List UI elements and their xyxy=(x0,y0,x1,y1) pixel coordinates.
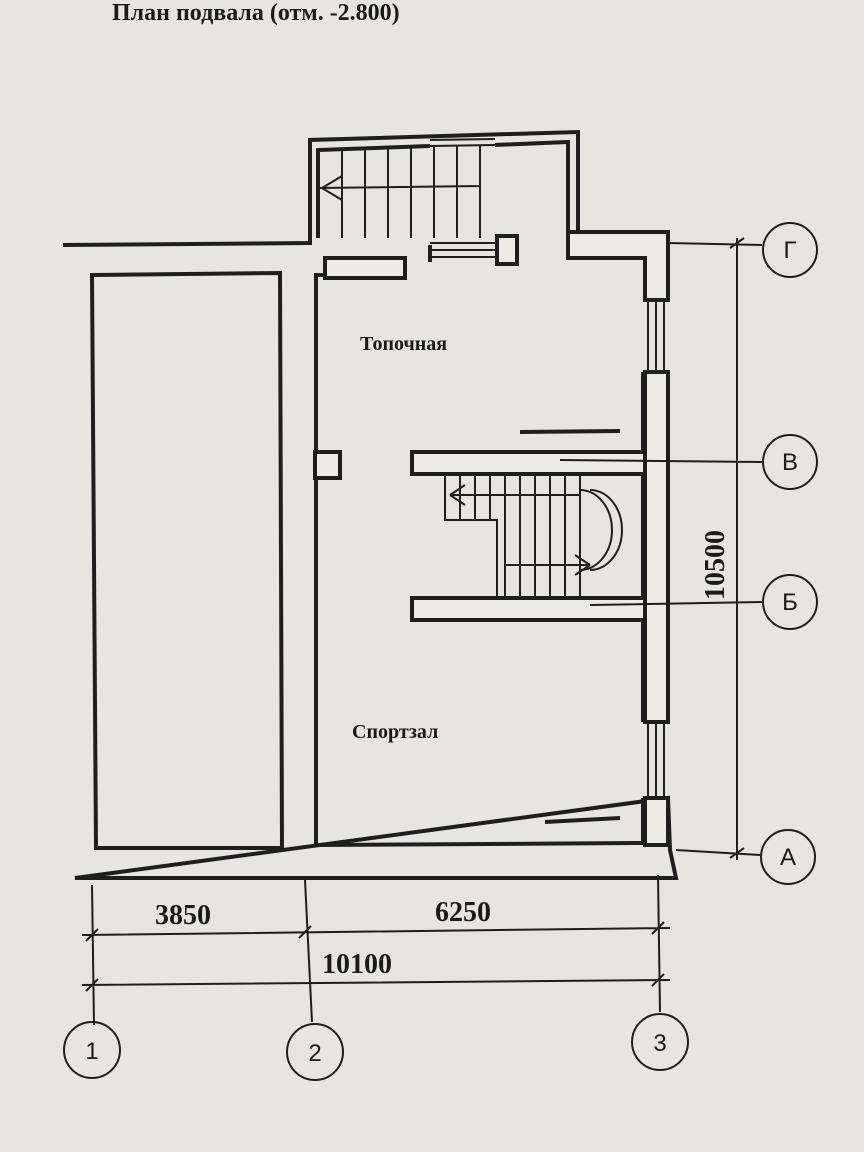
axis-marker-b: Б xyxy=(762,574,818,630)
svg-text:В: В xyxy=(782,449,798,476)
room-label-boiler: Топочная xyxy=(360,333,447,355)
dimension-tick xyxy=(85,921,665,992)
stair-wall xyxy=(316,139,570,238)
right-room-outline xyxy=(314,232,647,848)
stair-partition-lower xyxy=(410,596,647,622)
dimension-total-width: 10100 xyxy=(322,949,392,980)
axis-marker-v: В xyxy=(762,434,818,490)
axis-leaders xyxy=(559,238,763,860)
dimension-lines xyxy=(81,874,671,1026)
inner-staircase xyxy=(444,474,623,598)
stair-window xyxy=(429,138,496,147)
left-room-outline xyxy=(89,270,285,850)
flue-pipe xyxy=(430,242,497,258)
plan-title: План подвала (отм. -2.800) xyxy=(112,0,400,26)
upper-staircase xyxy=(317,145,481,238)
svg-text:3: 3 xyxy=(653,1030,666,1057)
dimension-right-span: 6250 xyxy=(435,897,491,928)
chimney xyxy=(495,234,519,266)
dimension-left-span: 3850 xyxy=(155,900,211,931)
wall-niche xyxy=(313,450,342,480)
stair-arrow-icon xyxy=(321,175,343,201)
axis-marker-1: 1 xyxy=(63,1021,121,1079)
svg-text:А: А xyxy=(780,844,796,871)
boiler-unit xyxy=(323,256,407,280)
window-upper xyxy=(647,300,665,372)
dimension-tick xyxy=(729,237,745,859)
svg-text:Г: Г xyxy=(784,237,797,264)
dimension-total-depth: 10500 xyxy=(700,530,731,600)
opening-mark xyxy=(519,429,621,824)
axis-marker-3: 3 xyxy=(631,1013,689,1071)
right-wall-segment xyxy=(643,796,670,847)
axis-marker-2: 2 xyxy=(286,1023,344,1081)
svg-text:Б: Б xyxy=(782,589,798,616)
corner-column xyxy=(566,230,670,302)
axis-marker-a: А xyxy=(760,829,816,885)
window-lower xyxy=(647,722,665,798)
axis-marker-g: Г xyxy=(762,222,818,278)
stair-partition-upper xyxy=(410,450,647,476)
room-label-gym: Спортзал xyxy=(352,721,438,743)
svg-text:2: 2 xyxy=(308,1040,321,1067)
stair-arrow-icon xyxy=(449,484,591,576)
right-wall-segment xyxy=(643,370,670,724)
svg-text:1: 1 xyxy=(85,1038,98,1065)
